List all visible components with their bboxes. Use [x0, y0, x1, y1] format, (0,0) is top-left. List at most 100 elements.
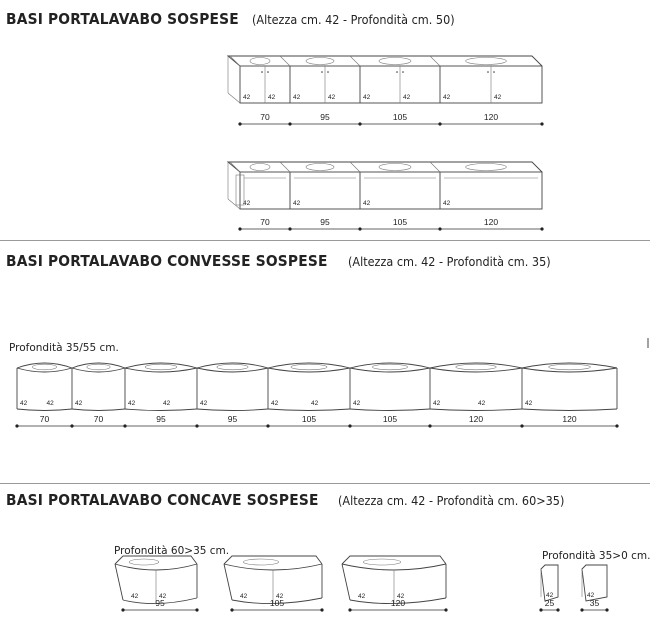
basin-outline	[305, 163, 335, 171]
basin-outline	[305, 57, 335, 65]
section-heading: BASI PORTALAVABO CONCAVE SOSPESE	[6, 491, 319, 509]
dimension-tick	[230, 608, 234, 612]
convex-top-back	[71, 362, 126, 369]
basin-outline	[362, 558, 402, 566]
basin-outline	[455, 363, 497, 371]
height-label: 42	[546, 592, 554, 599]
dimension-label: 70	[40, 414, 50, 424]
convex-bottom	[267, 408, 351, 411]
dimension-tick	[123, 424, 127, 428]
height-label: 42	[128, 400, 136, 407]
dimension-label: 105	[393, 217, 407, 227]
depth-note-convex: Profondità 35/55 cm.	[9, 342, 119, 354]
basin-outline	[86, 363, 111, 371]
concave-top-front	[114, 563, 198, 571]
height-label: 42	[131, 593, 139, 600]
height-label: 42	[75, 400, 83, 407]
convex-top-back	[196, 362, 269, 369]
dimension-tick	[358, 227, 362, 231]
convex-top-front	[267, 367, 351, 373]
height-label: 42	[443, 94, 451, 101]
concave-top-back	[223, 555, 323, 565]
basin-outline	[465, 163, 507, 171]
dimension-label: 120	[469, 414, 483, 424]
height-label: 42	[159, 593, 167, 600]
door-knob	[487, 71, 489, 73]
convex-bottom	[521, 408, 618, 411]
convex-bottom	[196, 408, 269, 411]
basin-outline	[378, 163, 412, 171]
section-title-convesse: BASI PORTALAVABO CONVESSE SOSPESE (Altez…	[6, 252, 573, 271]
base-front	[239, 65, 543, 104]
module-top-edge	[349, 55, 361, 67]
dimension-tick	[195, 608, 199, 612]
dimension-tick	[605, 608, 609, 612]
dimension-label: 25	[545, 598, 555, 608]
dimension-tick	[520, 424, 524, 428]
height-label: 42	[397, 593, 405, 600]
dimension-label: 70	[260, 217, 270, 227]
height-label: 42	[353, 400, 361, 407]
convex-top-back	[267, 362, 351, 369]
convex-bottom	[71, 408, 126, 411]
dimension-tick	[428, 424, 432, 428]
concave-bottom	[122, 597, 198, 605]
basin-outline	[249, 163, 271, 171]
base-top	[226, 161, 543, 173]
dimension-label: 105	[393, 112, 407, 122]
dimension-tick	[615, 424, 619, 428]
concave-side	[114, 563, 124, 601]
concave-top-front	[223, 563, 323, 571]
basin-outline	[243, 558, 279, 566]
corner-base	[540, 564, 559, 602]
height-label: 42	[271, 400, 279, 407]
basin-outline	[465, 57, 507, 65]
height-label: 42	[587, 592, 595, 599]
height-label: 42	[243, 200, 251, 207]
corner-base	[581, 564, 608, 602]
dimension-label: 70	[260, 112, 270, 122]
section-heading: BASI PORTALAVABO CONVESSE SOSPESE	[6, 252, 328, 270]
base-front	[239, 171, 543, 210]
dimension-tick	[70, 424, 74, 428]
basin-outline	[144, 363, 178, 371]
dimension-label: 95	[320, 217, 330, 227]
dimension-label: 120	[562, 414, 576, 424]
convex-top-front	[429, 367, 523, 373]
dimension-tick	[238, 227, 242, 231]
module-top-edge	[279, 55, 291, 67]
module-top-edge	[279, 161, 291, 173]
convex-bottom	[124, 408, 198, 411]
dimension-tick	[540, 227, 544, 231]
door-knob	[493, 71, 495, 73]
module-top-edge	[229, 55, 241, 67]
dimension-tick	[539, 608, 543, 612]
concave-side	[223, 563, 233, 601]
dimension-label: 120	[391, 598, 405, 608]
basin-outline	[548, 363, 591, 371]
section-heading: BASI PORTALAVABO SOSPESE	[6, 10, 239, 28]
divider	[0, 240, 650, 241]
basin-outline	[372, 363, 408, 371]
module-top-edge	[229, 161, 241, 173]
door-knob	[321, 71, 323, 73]
height-label: 42	[363, 200, 371, 207]
height-label: 42	[293, 200, 301, 207]
basin-outline	[290, 363, 328, 371]
height-label: 42	[240, 593, 248, 600]
height-label: 42	[494, 94, 502, 101]
module-top-edge	[429, 55, 441, 67]
depth-note-concave: Profondità 60>35 cm.	[114, 545, 230, 557]
dimension-tick	[348, 424, 352, 428]
height-label: 42	[403, 94, 411, 101]
basin-outline	[378, 57, 412, 65]
divider	[0, 483, 650, 484]
depth-note-corner: Profondità 35>0 cm.	[542, 550, 650, 562]
height-label: 42	[433, 400, 441, 407]
dimension-label: 95	[228, 414, 238, 424]
height-label: 42	[311, 400, 319, 407]
convex-top-back	[16, 362, 73, 369]
dimension-tick	[266, 424, 270, 428]
dimension-tick	[556, 608, 560, 612]
